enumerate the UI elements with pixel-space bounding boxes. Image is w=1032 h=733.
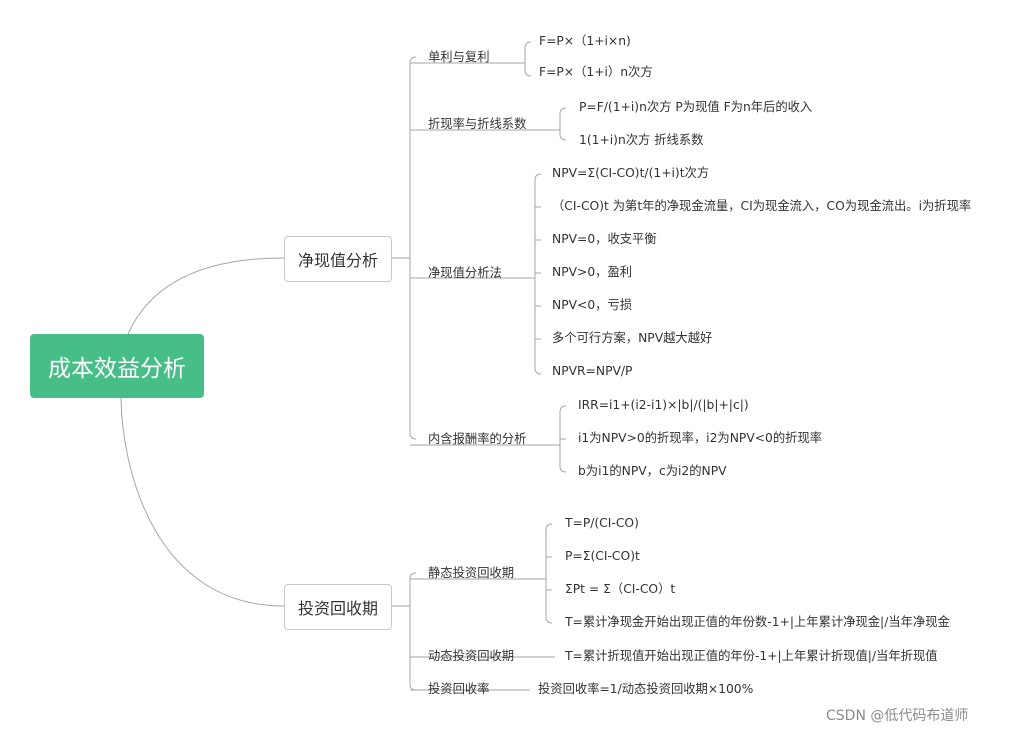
watermark: CSDN @低代码布道师 <box>826 708 969 724</box>
irr-npv-note[interactable]: b为i1的NPV，c为i2的NPV <box>578 464 727 478</box>
irr-rates-note[interactable]: i1为NPV>0的折现率，i2为NPV<0的折现率 <box>578 431 823 445</box>
discount-factor-formula[interactable]: 1(1+i)n次方 折线系数 <box>579 133 704 147</box>
dynamic-payback-rule[interactable]: T=累计折现值开始出现正值的年份-1+|上年累计折现值|/当年折现值 <box>565 649 938 663</box>
irr-node[interactable]: 内含报酬率的分析 <box>428 432 527 446</box>
multiple-options-note[interactable]: 多个可行方案，NPV越大越好 <box>552 331 713 345</box>
static-payback-rule[interactable]: T=累计净现金开始出现正值的年份数-1+|上年累计净现金|/当年净现金 <box>565 615 950 629</box>
net-cash-flow-note[interactable]: （CI-CO)t 为第t年的净现金流量，CI为现金流入，CO为现金流出。i为折现… <box>552 199 972 213</box>
irr-formula[interactable]: IRR=i1+(i2-i1)×|b|/(|b|+|c|) <box>578 398 749 412</box>
simple-compound-node[interactable]: 单利与复利 <box>428 50 490 64</box>
static-payback-node[interactable]: 静态投资回收期 <box>428 566 515 580</box>
simple-interest-formula[interactable]: F=P×（1+i×n) <box>539 34 631 48</box>
npv-analysis-node[interactable]: 净现值分析 <box>284 236 392 282</box>
npv-positive-note[interactable]: NPV>0，盈利 <box>552 265 633 279</box>
payback-rate-node[interactable]: 投资回收率 <box>428 682 490 696</box>
dynamic-payback-node[interactable]: 动态投资回收期 <box>428 649 515 663</box>
payback-period-node[interactable]: 投资回收期 <box>284 584 392 630</box>
npv-formula[interactable]: NPV=Σ(CI-CO)t/(1+i)t次方 <box>552 166 710 180</box>
present-value-formula[interactable]: P=F/(1+i)n次方 P为现值 F为n年后的收入 <box>579 100 813 114</box>
cumulative-formula[interactable]: ΣPt = Σ（CI-CO）t <box>565 582 676 596</box>
investment-sum-formula[interactable]: P=Σ(CI-CO)t <box>565 549 640 563</box>
npv-negative-note[interactable]: NPV<0，亏损 <box>552 298 633 312</box>
root-node[interactable]: 成本效益分析 <box>30 334 204 398</box>
npv-method-node[interactable]: 净现值分析法 <box>428 266 502 280</box>
payback-rate-formula[interactable]: 投资回收率=1/动态投资回收期×100% <box>538 682 754 696</box>
static-payback-formula[interactable]: T=P/(CI-CO) <box>565 516 639 530</box>
npvr-formula[interactable]: NPVR=NPV/P <box>552 364 633 378</box>
discount-rate-node[interactable]: 折现率与折线系数 <box>428 117 527 131</box>
compound-interest-formula[interactable]: F=P×（1+i）n次方 <box>539 65 653 79</box>
npv-zero-note[interactable]: NPV=0，收支平衡 <box>552 232 657 246</box>
